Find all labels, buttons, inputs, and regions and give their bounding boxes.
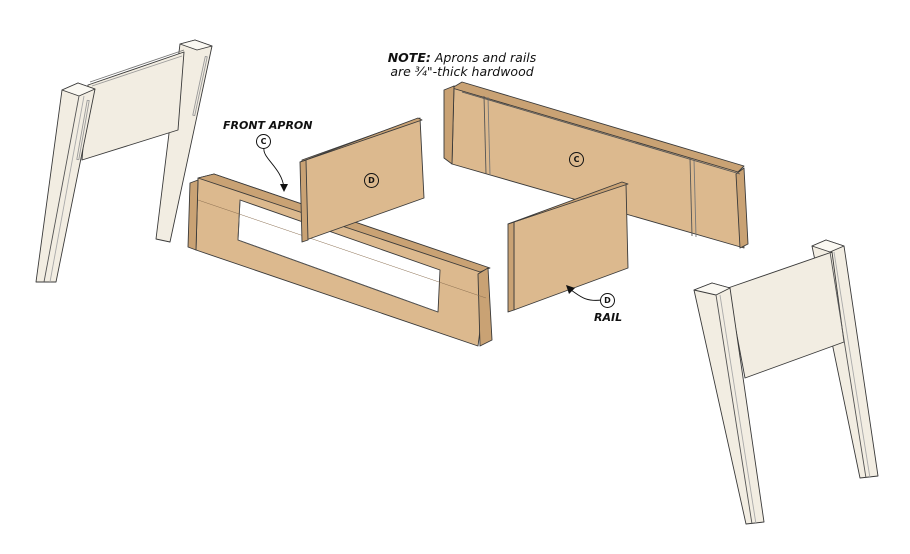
right-leg-assembly: [693, 239, 879, 525]
note-prefix: NOTE:: [387, 50, 431, 65]
rail-leader: [570, 289, 603, 301]
material-note: NOTE: Aprons and rails are ¾"-thick hard…: [362, 51, 562, 79]
back-apron-part-badge: C: [569, 152, 584, 167]
note-line2: are ¾"-thick hardwood: [390, 64, 534, 79]
left-leg-assembly: [35, 39, 213, 283]
back-apron-part: [443, 81, 749, 249]
side-rail-left-part: [299, 117, 425, 243]
front-apron-label: FRONT APRON: [223, 119, 313, 132]
front-apron-part-badge: C: [256, 134, 271, 149]
rail-label: RAIL: [594, 311, 623, 324]
side-rail-part-badge: D: [364, 173, 379, 188]
rail-part-badge: D: [600, 293, 615, 308]
front-apron-leader: [263, 147, 285, 189]
note-line1: Aprons and rails: [430, 50, 537, 65]
side-rail-right-part: [507, 181, 629, 313]
